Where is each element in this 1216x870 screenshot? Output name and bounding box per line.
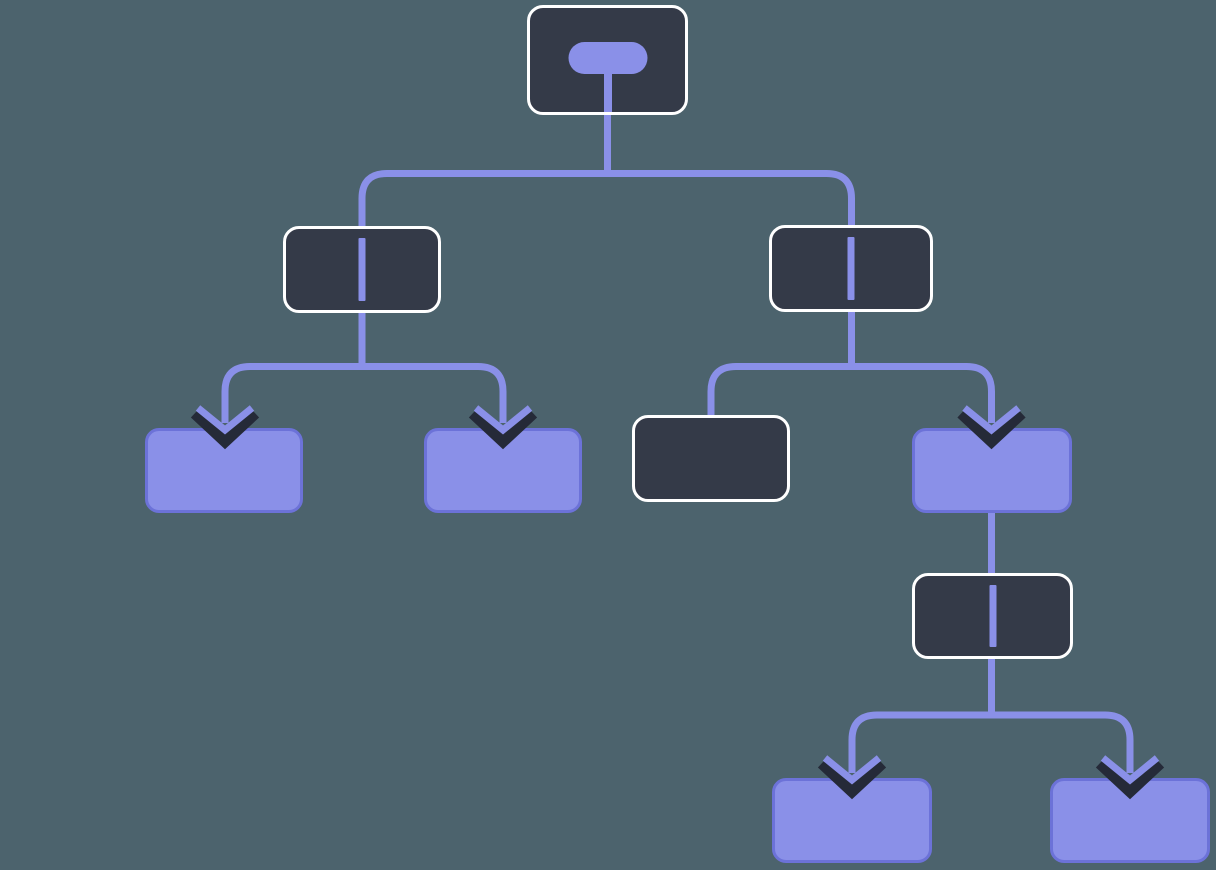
chevron-purple-shape xyxy=(962,405,1021,435)
pill-stem xyxy=(603,72,612,112)
chevron-dark-shape xyxy=(817,756,887,800)
pill-icon xyxy=(568,42,647,74)
arrow-into-leaf-3-double-chevron-down-icon xyxy=(957,405,1026,450)
split-node-bottom[interactable] xyxy=(912,573,1073,659)
split-node-right[interactable] xyxy=(769,225,933,312)
edge-left-split-branch xyxy=(221,363,507,423)
chevron-dark-shape xyxy=(1095,756,1165,800)
chevron-dark-shape xyxy=(468,406,538,450)
arrow-into-leaf-1-double-chevron-down-icon xyxy=(190,405,260,450)
edge-root-branch xyxy=(358,170,855,226)
root-node[interactable] xyxy=(527,5,688,115)
edge-right-split-branch xyxy=(707,363,995,423)
chevron-dark-shape xyxy=(957,406,1026,450)
chevron-purple-shape xyxy=(1100,755,1160,785)
dark-leaf-node[interactable] xyxy=(632,415,790,502)
arrow-into-leaf-2-double-chevron-down-icon xyxy=(468,405,538,450)
chevron-purple-shape xyxy=(473,405,533,435)
vertical-bar-icon xyxy=(989,585,996,647)
arrow-into-leaf-5-double-chevron-down-icon xyxy=(1095,755,1165,800)
split-node-left[interactable] xyxy=(283,226,441,313)
chevron-purple-shape xyxy=(822,755,882,785)
edge-bottom-branch xyxy=(848,711,1134,773)
vertical-bar-icon xyxy=(358,238,366,301)
vertical-bar-icon xyxy=(847,237,855,300)
arrow-into-leaf-4-double-chevron-down-icon xyxy=(817,755,887,800)
chevron-purple-shape xyxy=(195,405,255,435)
chevron-dark-shape xyxy=(190,406,260,450)
